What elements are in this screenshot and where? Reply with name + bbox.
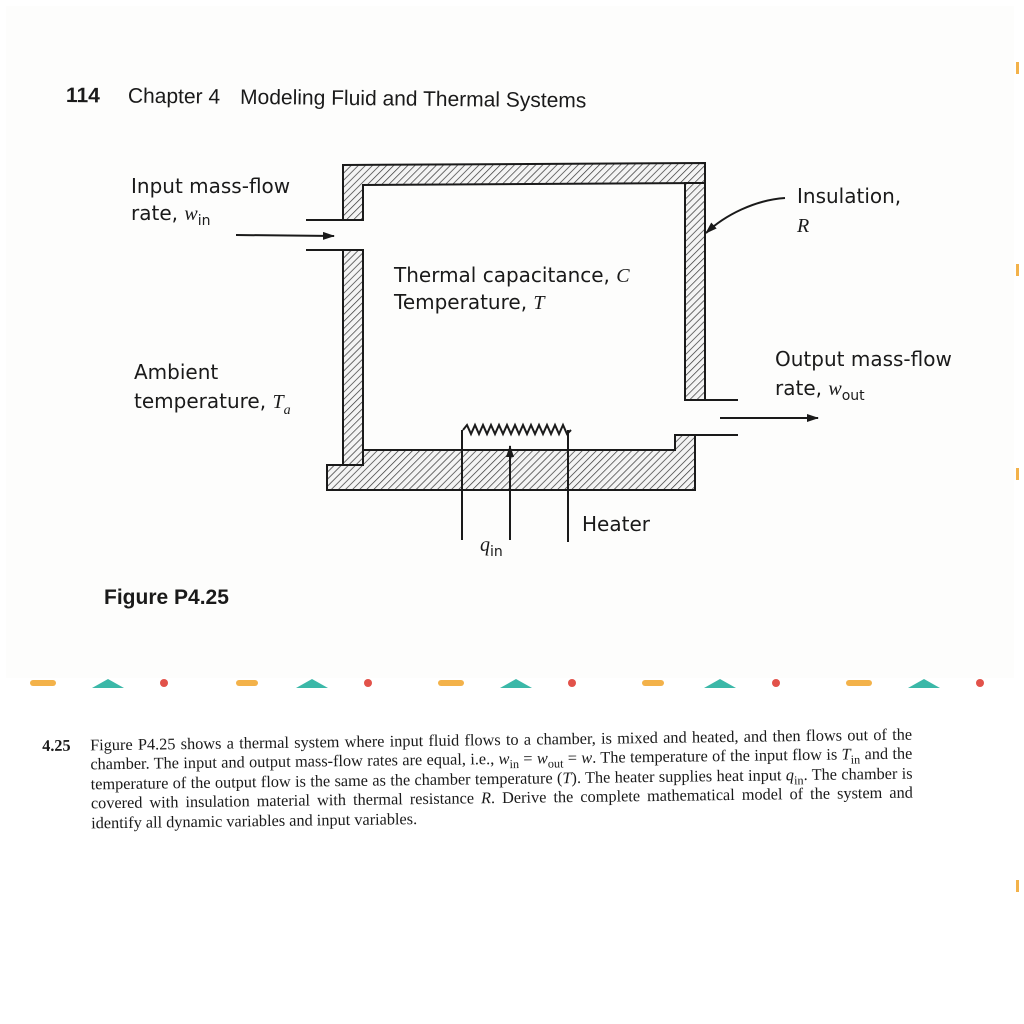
insulation-pointer-arrow (705, 197, 786, 234)
output-flow-label-line2: rate, wout (775, 376, 865, 404)
heater-label: Heater (582, 512, 651, 536)
heat-input-label: qin (480, 534, 503, 560)
page-divider (0, 678, 1024, 690)
right-wall (684, 182, 706, 401)
problem-number: 4.25 (42, 735, 71, 755)
edge-mark (1016, 62, 1019, 74)
textbook-page-photo (6, 6, 1014, 678)
capacitance-label: Thermal capacitance, C (393, 263, 630, 287)
problem-statement: 4.25 Figure P4.25 shows a thermal system… (42, 725, 913, 833)
chamber-insulation-walls (326, 161, 706, 491)
thermal-system-diagram: Input mass-flow rate, win Insulation, R … (131, 161, 952, 560)
edge-mark (1016, 468, 1019, 480)
ambient-label-line1: Ambient (134, 360, 218, 384)
heater (461, 422, 572, 542)
torn-edge-decoration (30, 679, 984, 688)
inlet-pipe (306, 219, 343, 251)
temperature-label: Temperature, T (393, 290, 546, 314)
input-flow-label-line2: rate, win (131, 201, 210, 229)
top-wall (342, 161, 706, 221)
edge-mark (1016, 264, 1019, 276)
outlet-pipe (695, 399, 738, 436)
problem-page-photo (0, 690, 1024, 1024)
input-flow-arrow (235, 231, 335, 240)
figure-caption: Figure P4.25 (104, 586, 229, 609)
heater-coil (462, 422, 572, 437)
left-wall (342, 249, 364, 466)
input-flow-label-line1: Input mass-flow (131, 174, 290, 198)
output-flow-label-line1: Output mass-flow (775, 347, 952, 371)
insulation-label-line1: Insulation, (797, 184, 901, 208)
edge-mark (1016, 880, 1019, 892)
insulation-label-line2: R (796, 215, 809, 237)
problem-text: Figure P4.25 shows a thermal system wher… (89, 724, 913, 832)
ambient-label-line2: temperature, Ta (134, 389, 291, 418)
